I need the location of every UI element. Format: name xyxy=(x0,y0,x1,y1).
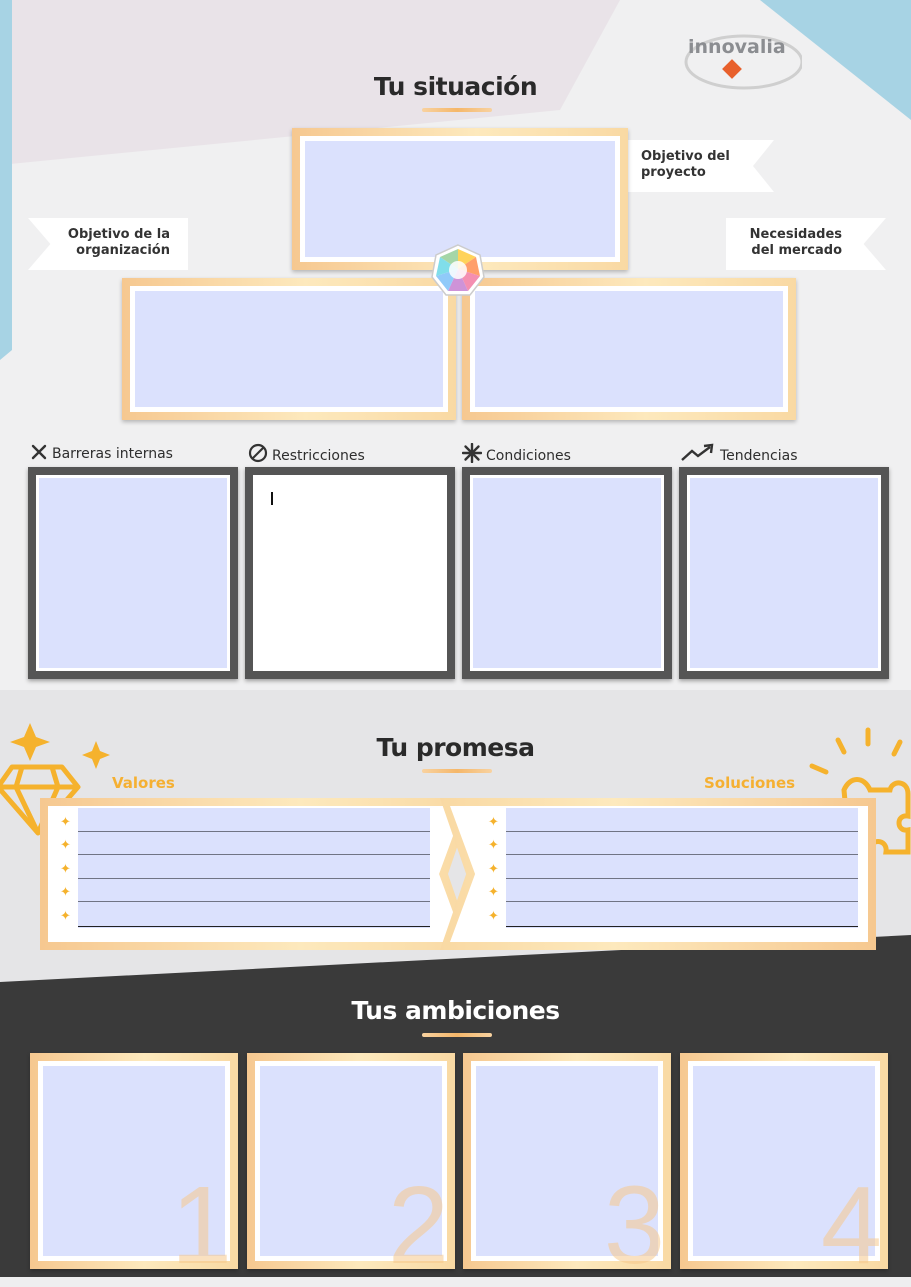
label-restricciones: Restricciones xyxy=(248,443,365,464)
objetivo-organizacion-frame xyxy=(122,278,456,420)
ambiciones-underline xyxy=(422,1033,492,1037)
restricciones-frame xyxy=(245,467,455,679)
objetivo-proyecto-frame xyxy=(292,128,628,270)
tag-objetivo-organizacion: Objetivo de la organización xyxy=(28,218,188,270)
tag-necesidades-mercado: Necesidades del mercado xyxy=(726,218,886,270)
ambicion-number: 1 xyxy=(170,1164,232,1287)
barreras-internas-frame xyxy=(28,467,238,679)
asterisk-icon xyxy=(461,442,483,464)
bullet-star-icon: ✦ xyxy=(488,814,499,829)
logo-swoosh-icon xyxy=(684,34,802,90)
bullet-star-icon: ✦ xyxy=(60,908,71,923)
bullet-star-icon: ✦ xyxy=(488,908,499,923)
situacion-underline xyxy=(422,108,492,112)
condiciones-field[interactable] xyxy=(473,478,661,668)
ambicion-number: 3 xyxy=(603,1164,665,1287)
tendencias-field[interactable] xyxy=(690,478,878,668)
bullet-star-icon: ✦ xyxy=(60,837,71,852)
objetivo-proyecto-field[interactable] xyxy=(305,141,615,257)
ambicion-1-frame: 1 xyxy=(30,1053,238,1281)
logo-text: innovalia xyxy=(688,36,786,58)
barreras-internas-field[interactable] xyxy=(39,478,227,668)
restricciones-field[interactable] xyxy=(256,478,444,668)
label-condiciones: Condiciones xyxy=(461,442,571,464)
valores-list[interactable] xyxy=(78,808,430,928)
ambiciones-title: Tus ambiciones xyxy=(351,996,560,1025)
label-tendencias: Tendencias xyxy=(680,443,798,464)
bullet-star-icon: ✦ xyxy=(488,861,499,876)
bullet-star-icon: ✦ xyxy=(60,814,71,829)
soluciones-list[interactable] xyxy=(506,808,858,928)
bullet-star-icon: ✦ xyxy=(488,884,499,899)
tendencias-frame xyxy=(679,467,889,679)
ambicion-3-field[interactable] xyxy=(476,1066,658,1256)
soluciones-label: Soluciones xyxy=(704,774,796,792)
ambicion-2-field[interactable] xyxy=(260,1066,442,1256)
ambicion-number: 2 xyxy=(387,1164,449,1287)
necesidades-mercado-field[interactable] xyxy=(475,291,783,407)
ambicion-3-frame: 3 xyxy=(463,1053,671,1281)
innovalia-logo: innovalia xyxy=(682,22,802,94)
bullet-star-icon: ✦ xyxy=(60,884,71,899)
ambicion-1-field[interactable] xyxy=(43,1066,225,1256)
objetivo-organizacion-field[interactable] xyxy=(135,291,443,407)
ambicion-2-frame: 2 xyxy=(247,1053,455,1281)
ambicion-number: 4 xyxy=(820,1164,882,1287)
ambicion-4-field[interactable] xyxy=(693,1066,875,1256)
situacion-title: Tu situación xyxy=(373,72,538,101)
bullet-star-icon: ✦ xyxy=(60,861,71,876)
label-barreras-internas: Barreras internas xyxy=(30,443,173,462)
bullet-star-icon: ✦ xyxy=(488,837,499,852)
gem-icon xyxy=(431,244,485,296)
text-cursor xyxy=(271,492,273,505)
valores-label: Valores xyxy=(112,774,175,792)
necesidades-mercado-frame xyxy=(462,278,796,420)
trend-up-icon xyxy=(681,443,714,461)
x-icon xyxy=(31,444,47,460)
condiciones-frame xyxy=(462,467,672,679)
tag-objetivo-proyecto: Objetivo del proyecto xyxy=(624,140,774,192)
promesa-underline xyxy=(422,769,492,773)
ambicion-4-frame: 4 xyxy=(680,1053,888,1281)
prohibited-icon xyxy=(248,443,268,463)
promesa-title: Tu promesa xyxy=(376,733,535,762)
